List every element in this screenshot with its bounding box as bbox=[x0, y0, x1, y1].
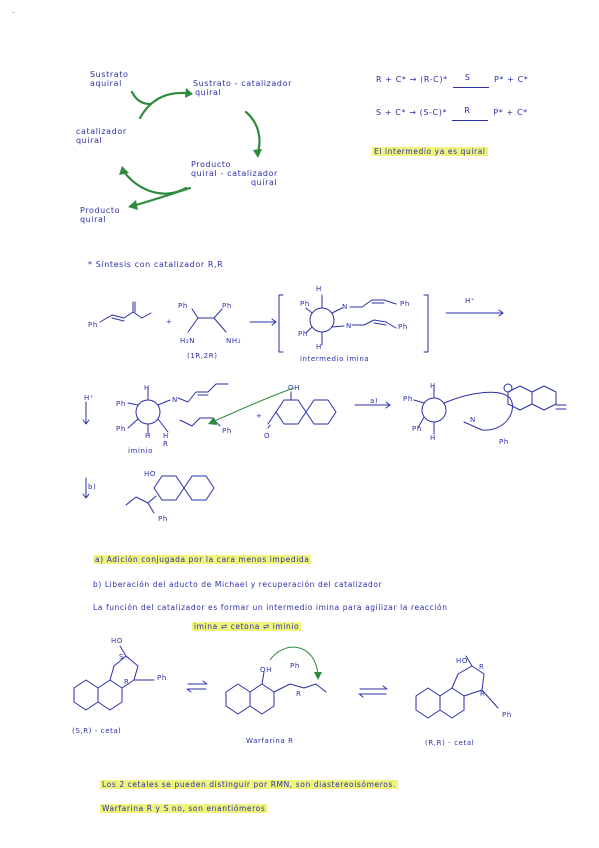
left-ketal-r: R bbox=[124, 678, 130, 686]
equation-s: S + C* → (S-C)* R P* + C* bbox=[376, 106, 528, 121]
cycle-arrow-right bbox=[244, 110, 261, 154]
warfarin-ph: Ph bbox=[290, 662, 300, 670]
plus-1: + bbox=[166, 318, 173, 326]
cycle-arrow-bottom bbox=[122, 170, 188, 195]
cycle-arrowhead-top bbox=[185, 88, 193, 98]
imine-ph-bottom: Ph bbox=[298, 330, 308, 338]
imine-h-top: H bbox=[316, 285, 322, 293]
enone-structure bbox=[99, 301, 152, 323]
imine-n-2: N bbox=[346, 322, 352, 330]
iminio-newman bbox=[82, 383, 229, 435]
imine-newman bbox=[305, 294, 397, 346]
imine-h-bottom: H bbox=[316, 343, 322, 351]
imine-ph-r1: Ph bbox=[400, 300, 410, 308]
iminio-ph-3: Ph bbox=[222, 427, 232, 435]
warfarin-structure bbox=[225, 671, 327, 715]
note-d: imina ⇌ cetona ⇌ iminio bbox=[192, 622, 302, 631]
diamine-ph-2: Ph bbox=[222, 302, 232, 310]
note-b: b) Liberación del aducto de Michael y re… bbox=[93, 580, 383, 589]
cycle-arrow-top bbox=[138, 91, 187, 120]
cycle-arrowhead-out bbox=[128, 200, 138, 210]
product-ho: HO bbox=[144, 470, 156, 478]
cycle-arrowhead-bottom bbox=[119, 166, 129, 175]
left-ketal-label: (S,R) - cetal bbox=[72, 727, 121, 735]
imine-ph-r2: Ph bbox=[398, 323, 408, 331]
right-ketal-structure bbox=[415, 655, 499, 719]
footer-line-1: Los 2 cetales se pueden distinguir por R… bbox=[100, 780, 398, 789]
adduct-h-top: H bbox=[430, 382, 436, 390]
intermediate-note: El intermedio ya es quiral bbox=[372, 147, 488, 156]
cycle-arrow-out bbox=[134, 186, 192, 207]
adduct-ph-1: Ph bbox=[403, 395, 413, 403]
diamine-structure bbox=[187, 308, 227, 333]
enone-ph: Ph bbox=[88, 321, 98, 329]
corner-mark: . bbox=[12, 6, 16, 15]
cycle-chiral-catalyst: catalizador quiral bbox=[76, 127, 127, 145]
iminio-ph-2: Ph bbox=[116, 425, 126, 433]
iminio-label: iminio bbox=[128, 447, 153, 455]
attack-arrow bbox=[211, 387, 295, 423]
cycle-substrate-catalyst: Sustrato - catalizador quiral bbox=[193, 79, 292, 97]
coumarin-o: O bbox=[264, 432, 271, 440]
left-ketal-s: S bbox=[119, 653, 125, 661]
adduct-structure bbox=[413, 383, 567, 435]
diamine-nh2: NH₂ bbox=[226, 337, 242, 345]
synthesis-heading: * Síntesis con catalizador R,R bbox=[88, 260, 224, 269]
warfarin-oh: OH bbox=[260, 666, 272, 674]
cycle-arrows bbox=[119, 88, 262, 210]
diamine-ph-1: Ph bbox=[178, 302, 188, 310]
warfarin-green-arrow bbox=[269, 646, 319, 677]
product-ph: Ph bbox=[158, 515, 168, 523]
adduct-n: N bbox=[470, 416, 476, 424]
note-c: La función del catalizador es formar un … bbox=[93, 603, 448, 612]
step-b-label: b) bbox=[88, 483, 97, 491]
warfarin-r-center: R bbox=[296, 690, 302, 698]
right-ketal-ho: HO bbox=[456, 657, 468, 665]
imine-ph-top: Ph bbox=[300, 300, 310, 308]
equation-r: R + C* → (R-C)* S P* + C* bbox=[376, 73, 528, 88]
iminio-n: N bbox=[172, 396, 178, 404]
right-ketal-label: (R,R) - cetal bbox=[425, 739, 475, 747]
left-ketal-ph: Ph bbox=[157, 674, 167, 682]
iminio-r: R bbox=[163, 440, 169, 448]
cycle-chiral-product: Producto quiral bbox=[80, 206, 121, 224]
note-a: a) Adición conjugada por la cara menos i… bbox=[93, 555, 312, 564]
h-plus-1: H⁺ bbox=[465, 297, 476, 305]
left-ketal-ho: HO bbox=[111, 637, 123, 645]
adduct-h-bottom: H bbox=[430, 434, 436, 442]
equilibrium-1 bbox=[186, 680, 208, 693]
step-a-label: a) bbox=[370, 397, 379, 405]
warfarin-label: Warfarina R bbox=[246, 737, 294, 745]
plus-2: + bbox=[256, 412, 263, 420]
adduct-ph-3: Ph bbox=[499, 438, 509, 446]
cycle-substrate-achiral: Sustrato aquiral bbox=[90, 70, 129, 88]
imine-intermediate-label: intermedio imina bbox=[300, 355, 370, 363]
right-ketal-ph: Ph bbox=[502, 711, 512, 719]
imine-n-1: N bbox=[342, 303, 348, 311]
cycle-product-catalyst: Producto quiral - catalizador quiral bbox=[191, 160, 278, 187]
diamine-h2n: H₂N bbox=[180, 337, 196, 345]
hemiketal-product bbox=[125, 475, 215, 514]
adduct-ph-2: Ph bbox=[412, 425, 422, 433]
footer-line-2: Warfarina R y S no, son enantiómeros bbox=[100, 804, 268, 813]
left-ketal-structure bbox=[73, 645, 155, 711]
right-ketal-r1: R bbox=[479, 663, 485, 671]
coumarin-structure bbox=[267, 391, 337, 429]
equilibrium-2 bbox=[358, 685, 388, 698]
cycle-arrow-in bbox=[130, 90, 152, 106]
iminio-ph-1: Ph bbox=[116, 400, 126, 408]
right-ketal-r2: R bbox=[480, 690, 486, 698]
iminio-h-2: H bbox=[163, 432, 169, 440]
diamine-config: (1R,2R) bbox=[187, 352, 218, 360]
h-plus-2: H⁺ bbox=[84, 394, 95, 402]
iminio-h-bottom: H bbox=[145, 432, 151, 440]
iminio-h-top: H bbox=[144, 384, 150, 392]
cycle-arrowhead-right bbox=[253, 149, 262, 158]
